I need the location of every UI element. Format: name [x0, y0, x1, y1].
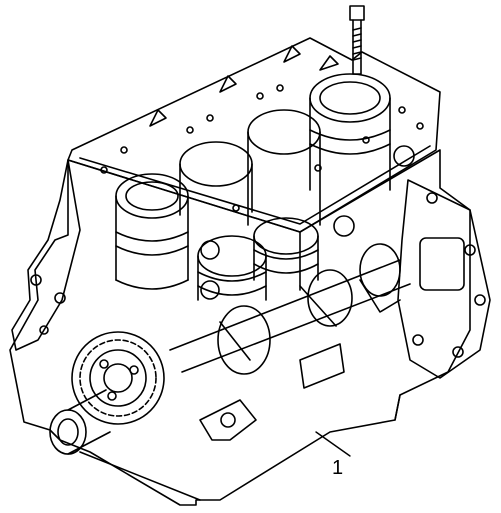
rear-flange — [397, 179, 491, 379]
crankshaft — [169, 243, 411, 375]
head-gasket — [67, 37, 441, 233]
piston-3 — [247, 109, 321, 281]
callout-label-1: 1 — [332, 457, 344, 479]
crankcase-outline — [9, 149, 471, 506]
piston-4 — [309, 73, 415, 237]
callout-leader-line — [315, 431, 351, 457]
front-flange — [11, 159, 81, 351]
piston-2 — [179, 141, 267, 301]
head-bolt — [349, 5, 365, 75]
piston-1 — [115, 173, 189, 290]
timing-gear — [71, 331, 165, 425]
oil-pump — [199, 343, 345, 441]
crank-spline — [49, 389, 111, 455]
